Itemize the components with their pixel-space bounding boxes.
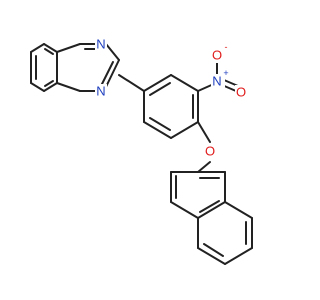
bond — [197, 201, 226, 219]
atom-label-background — [211, 74, 225, 89]
bond — [170, 74, 199, 92]
atom-label: N — [212, 74, 221, 89]
bond — [143, 121, 172, 139]
bond — [170, 201, 199, 219]
bond — [43, 82, 58, 92]
negative-charge: - — [225, 42, 228, 52]
atom-n-top: N — [95, 37, 107, 52]
atom-label-background — [95, 37, 107, 51]
atom-label: O — [212, 48, 222, 63]
positive-charge: + — [223, 68, 228, 78]
bond — [224, 247, 253, 265]
bond — [197, 161, 211, 173]
bond — [197, 121, 211, 143]
central-phenyl-ring — [143, 74, 199, 139]
bond-inner — [149, 117, 171, 131]
atom-o-nitro-right: O — [235, 85, 249, 100]
atom-label: N — [96, 84, 105, 99]
bond — [197, 247, 226, 265]
bond — [170, 121, 199, 139]
bond-inner — [44, 80, 54, 87]
atom-n-bottom: N — [95, 84, 107, 99]
bond — [30, 43, 45, 53]
bond-inner — [199, 200, 220, 213]
atom-label: O — [236, 85, 246, 100]
bond — [56, 82, 81, 92]
bond-inner — [100, 61, 114, 87]
ether-linkage — [197, 121, 211, 173]
bond — [56, 43, 81, 53]
atom-o-ether: O — [203, 144, 217, 159]
quinoxaline-pyrazine-ring — [56, 43, 120, 92]
bond — [105, 43, 120, 61]
bond — [143, 74, 172, 92]
bond — [30, 82, 45, 92]
atom-label: O — [205, 144, 215, 159]
bond-inner — [44, 48, 54, 55]
bond-inner — [203, 243, 224, 257]
molecule-structure-diagram: N N N + O - O O — [30, 37, 253, 265]
atom-label-background — [95, 84, 107, 98]
atom-label-background — [203, 144, 217, 159]
naphthalene-ring-b — [197, 201, 253, 265]
atom-label-background — [235, 85, 249, 100]
atom-n-nitro: N + — [211, 68, 229, 89]
bond-inner — [149, 82, 171, 96]
bond — [224, 201, 253, 219]
atom-label: N — [96, 37, 105, 52]
naphthalene-ring-a — [170, 171, 226, 219]
atom-o-nitro-top: O - — [211, 42, 228, 63]
bond — [43, 43, 58, 53]
quinoxaline-benzo-ring — [30, 43, 58, 92]
bond-biaryl-link — [118, 74, 145, 92]
atom-label-background — [211, 48, 225, 63]
